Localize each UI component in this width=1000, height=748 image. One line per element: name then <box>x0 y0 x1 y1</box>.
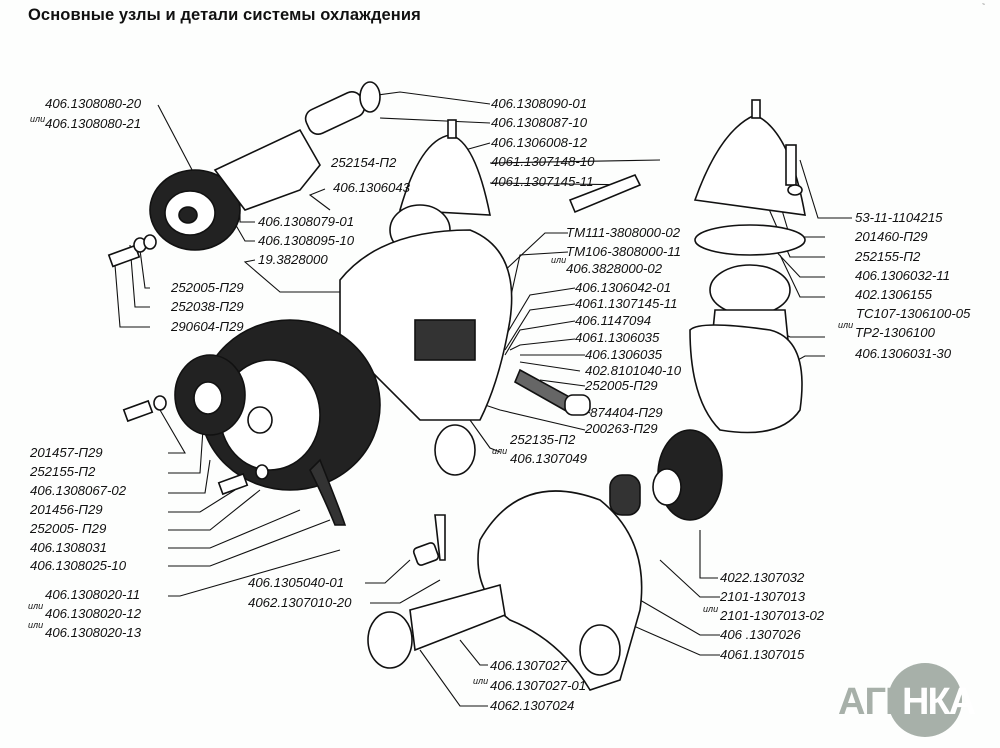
part-label: 252005-П29 <box>585 378 658 393</box>
alt-marker: или <box>838 320 854 330</box>
part-label: ТМ106-3808000-11 <box>566 244 682 259</box>
part-label: 200263-П29 <box>585 421 658 436</box>
part-label: 252155-П2 <box>855 249 921 264</box>
part-label: 874404-П29 <box>590 405 663 420</box>
part-label: 406.1306042-01 <box>575 280 672 295</box>
part-label: 406.1308080-20 <box>45 96 142 111</box>
part-label: ТС107-1306100-05 <box>856 306 971 321</box>
part-label: 252038-П29 <box>171 299 244 314</box>
part-label: 406.1308080-21 <box>45 116 142 131</box>
part-label: 2101-1307013 <box>720 589 806 604</box>
part-label: 406.1307027 <box>490 658 568 673</box>
part-label: 406.1306043 <box>333 180 411 195</box>
part-label: 252155-П2 <box>30 464 96 479</box>
part-label: 4062.1307010-20 <box>248 595 352 610</box>
part-label: 406.1308020-12 <box>45 606 142 621</box>
part-label: 252005-П29 <box>171 280 244 295</box>
part-label: 406 .1307026 <box>720 627 801 642</box>
part-label: 53-11-1104215 <box>855 210 943 225</box>
part-label: 406.1147094 <box>575 313 652 328</box>
part-label: 406.1308067-02 <box>30 483 127 498</box>
part-label: 201460-П29 <box>855 229 928 244</box>
part-label: 406.1308020-11 <box>45 587 141 602</box>
part-label: 290604-П29 <box>171 319 244 334</box>
alt-marker: или <box>28 620 44 630</box>
part-label: 406.1306035 <box>585 347 663 362</box>
part-label: 252005- П29 <box>30 521 107 536</box>
part-label: 402.8101040-10 <box>585 363 682 378</box>
part-label: 406.1308087-10 <box>491 115 588 130</box>
part-label: 406.1308025-10 <box>30 558 127 573</box>
agronka-logo: АГРО НКА <box>838 663 988 737</box>
part-label: ТР2-1306100 <box>855 325 935 340</box>
alt-marker: или <box>30 114 46 124</box>
logo-circle-text: НКА <box>902 681 976 723</box>
alt-marker: или <box>703 604 719 614</box>
part-label: 406.1307027-01 <box>490 678 587 693</box>
part-label: 4061.1307145-11 <box>491 174 594 189</box>
diagram-title: Основные узлы и детали системы охлаждени… <box>28 6 421 24</box>
part-label: 406.1305040-01 <box>248 575 345 590</box>
part-label: 406.1308095-10 <box>258 233 355 248</box>
part-label: ТМ111-3808000-02 <box>566 225 681 240</box>
part-label: 406.1308079-01 <box>258 214 355 229</box>
part-label: 406.1308031 <box>30 540 108 555</box>
part-label: 201456-П29 <box>30 502 103 517</box>
part-label: 402.1306155 <box>855 287 933 302</box>
part-label: 4061.1307148-10 <box>491 154 595 169</box>
part-label: 4061.1307145-11 <box>575 296 678 311</box>
part-label: 406.1308090-01 <box>491 96 588 111</box>
part-label: 406.1306031-30 <box>855 346 952 361</box>
part-label: 4061.1306035 <box>575 330 660 345</box>
alt-marker: или <box>473 676 489 686</box>
alt-marker: или <box>28 601 44 611</box>
part-label: 252154-П2 <box>331 155 397 170</box>
alt-marker: или <box>551 255 567 265</box>
part-label: 406.1306032-11 <box>855 268 951 283</box>
logo-circle <box>888 663 962 737</box>
part-label: 201457-П29 <box>30 445 103 460</box>
part-label: 252135-П2 <box>510 432 576 447</box>
part-label: 2101-1307013-02 <box>720 608 825 623</box>
part-label: 406.1307049 <box>510 451 588 466</box>
part-label: 406.1308020-13 <box>45 625 142 640</box>
logo-left-text: АГРО <box>838 681 938 723</box>
part-label: 4022.1307032 <box>720 570 805 585</box>
part-label: 406.1306008-12 <box>491 135 588 150</box>
part-label: 19.3828000 <box>258 252 328 267</box>
alt-marker: или <box>492 446 508 456</box>
part-label: 406.3828000-02 <box>566 261 663 276</box>
corner-mark: ~ <box>982 2 985 8</box>
part-label: 4061.1307015 <box>720 647 805 662</box>
part-label: 4062.1307024 <box>490 698 575 713</box>
